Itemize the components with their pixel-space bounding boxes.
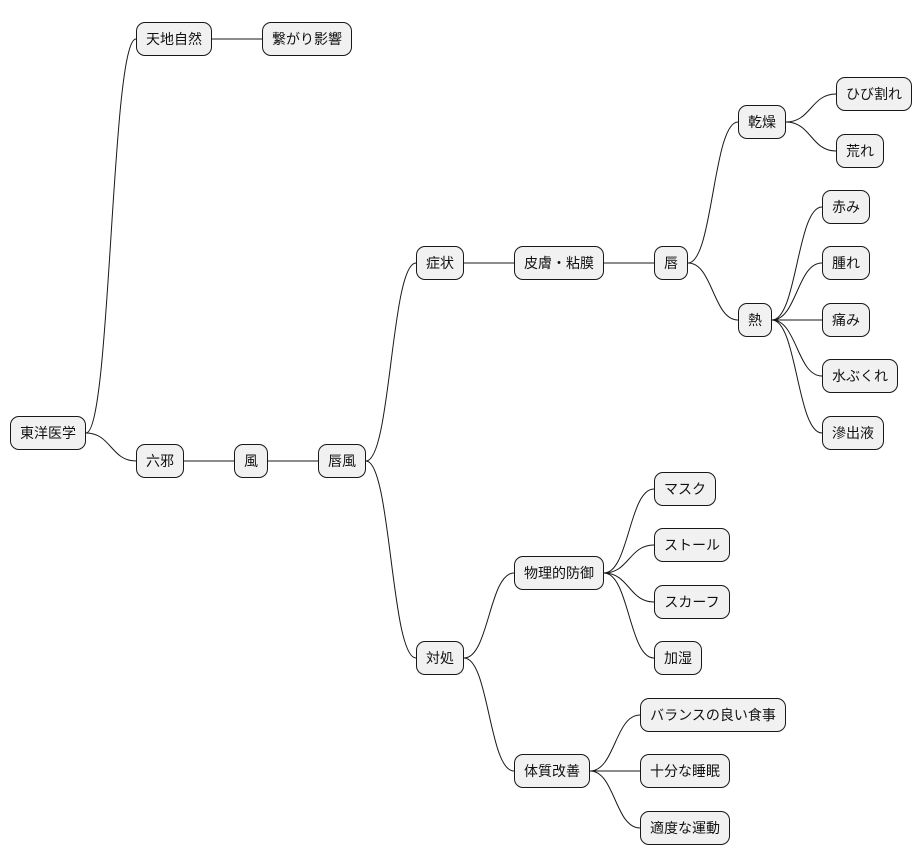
node-taishitsu: 体質改善 bbox=[514, 754, 590, 788]
node-mizubukure: 水ぶくれ bbox=[822, 359, 898, 393]
node-root: 東洋医学 bbox=[10, 416, 86, 450]
node-stole: ストール bbox=[654, 528, 730, 562]
node-are: 荒れ bbox=[836, 134, 884, 168]
node-rokuja: 六邪 bbox=[136, 444, 184, 478]
node-butsuri: 物理的防御 bbox=[514, 556, 604, 590]
node-kaze: 風 bbox=[234, 444, 268, 478]
node-shinpu: 唇風 bbox=[318, 444, 366, 478]
node-hifu: 皮膚・粘膜 bbox=[514, 246, 604, 280]
node-hibiware: ひび割れ bbox=[836, 77, 912, 111]
node-undo: 適度な運動 bbox=[640, 811, 730, 845]
node-suimin: 十分な睡眠 bbox=[640, 754, 730, 788]
node-kanso: 乾燥 bbox=[738, 105, 786, 139]
node-balance: バランスの良い食事 bbox=[640, 698, 786, 732]
node-kuchibiru: 唇 bbox=[654, 246, 688, 280]
node-shinshutsueki: 滲出液 bbox=[822, 416, 884, 450]
node-hare: 腫れ bbox=[822, 246, 870, 280]
node-mask: マスク bbox=[654, 472, 716, 506]
node-itami: 痛み bbox=[822, 303, 870, 337]
node-tenchi: 天地自然 bbox=[136, 22, 212, 56]
node-tsunagari: 繋がり影響 bbox=[262, 22, 352, 56]
node-taisho: 対処 bbox=[416, 641, 464, 675]
node-scarf: スカーフ bbox=[654, 585, 730, 619]
node-netsu: 熱 bbox=[738, 303, 772, 337]
node-shojo: 症状 bbox=[416, 246, 464, 280]
node-akami: 赤み bbox=[822, 190, 870, 224]
node-kashitsu: 加湿 bbox=[654, 641, 702, 675]
